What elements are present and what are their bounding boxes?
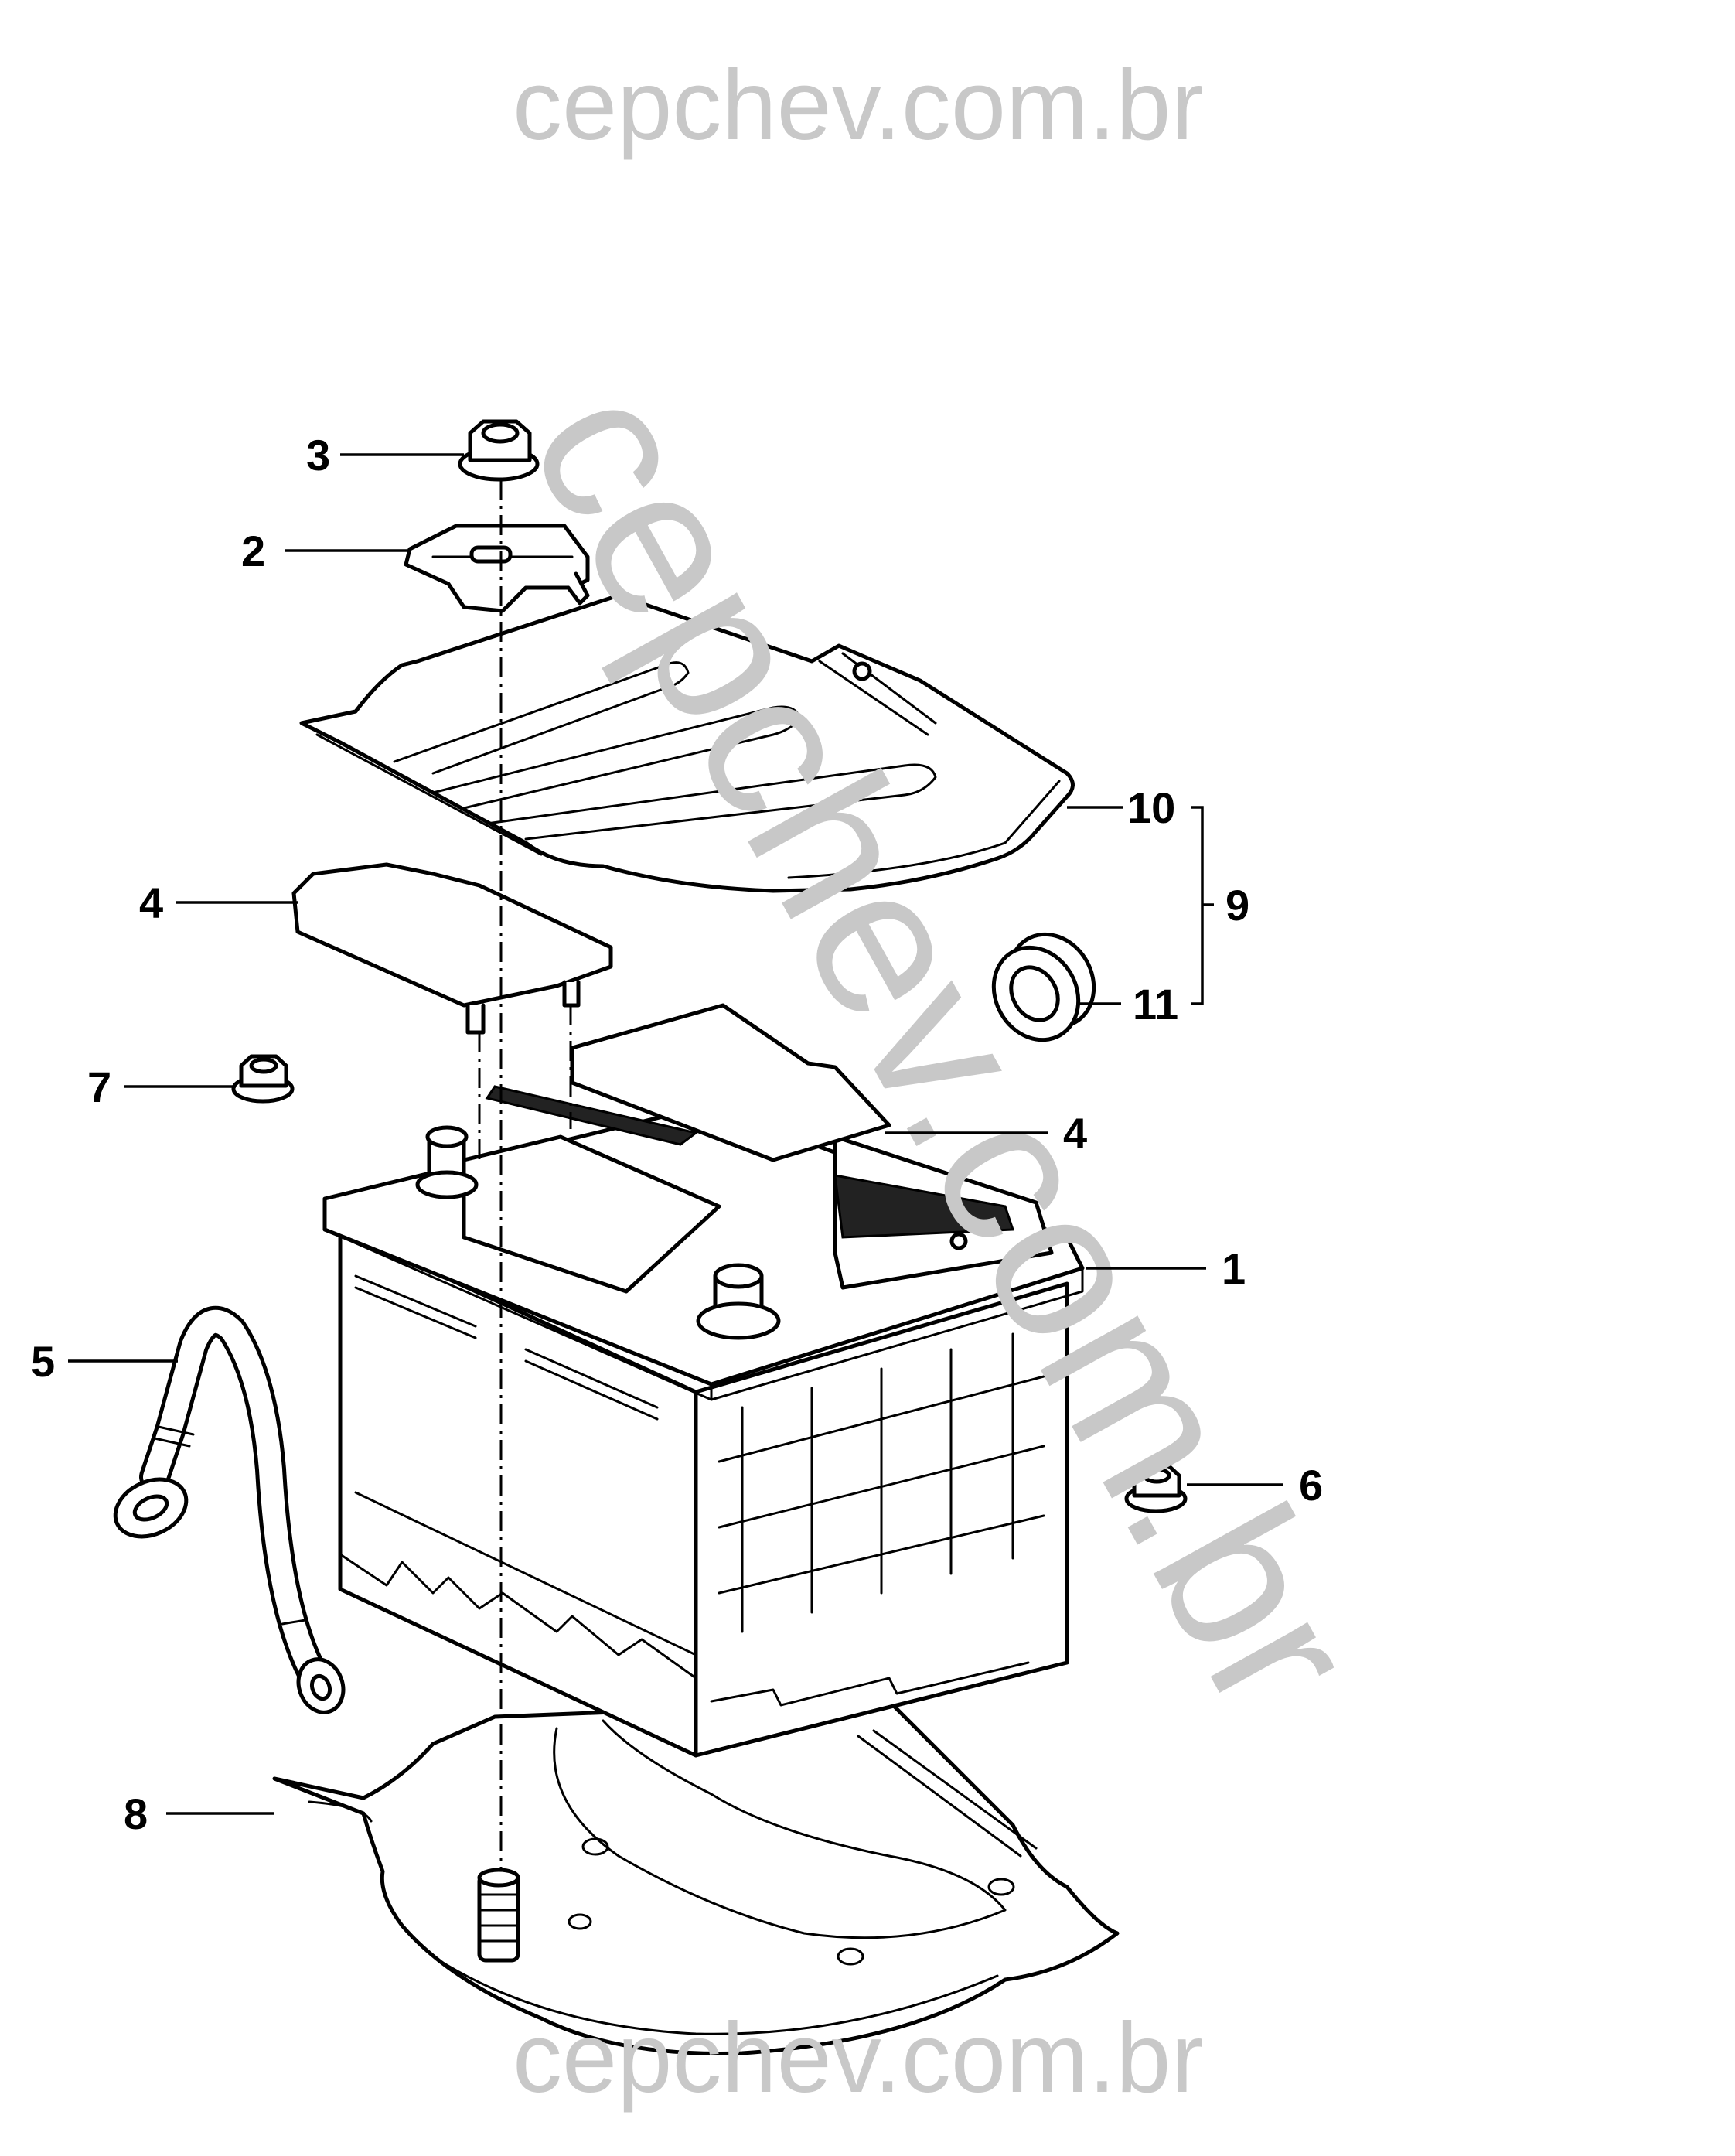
terminal-cover-right [570,1003,891,1162]
callout-7: 7 [87,1063,111,1111]
battery-terminal-left [415,1125,479,1199]
hold-down-cover [299,593,1075,893]
callout-5: 5 [31,1337,55,1386]
watermark-top: cepchev.com.br [513,50,1204,161]
callout-11: 11 [1133,980,1178,1029]
callout-4-right: 4 [1063,1109,1087,1158]
flange-nut-left [231,1054,295,1104]
battery-terminal-right [696,1263,781,1340]
terminal-cover-left [291,862,613,1035]
battery-side-grid [710,1332,1045,1707]
flange-nut-top [458,419,540,482]
callout-10: 10 [1127,783,1175,832]
battery-tray [272,1699,1120,2055]
tray-stud [477,1868,520,1963]
watermark-bottom: cepchev.com.br [513,2003,1204,2113]
callout-4-upper: 4 [139,878,163,927]
rubber-grommet [991,932,1096,1042]
callout-1: 1 [1222,1244,1246,1293]
callout-3: 3 [306,431,330,479]
leader-lines [68,453,1283,1815]
callout-8: 8 [124,1789,148,1838]
callout-6: 6 [1299,1461,1323,1510]
battery [322,1085,1085,1758]
callout-2: 2 [241,527,265,575]
ground-cable [113,1305,346,1714]
flange-nut-right [1124,1464,1188,1513]
callout-9: 9 [1225,881,1249,930]
